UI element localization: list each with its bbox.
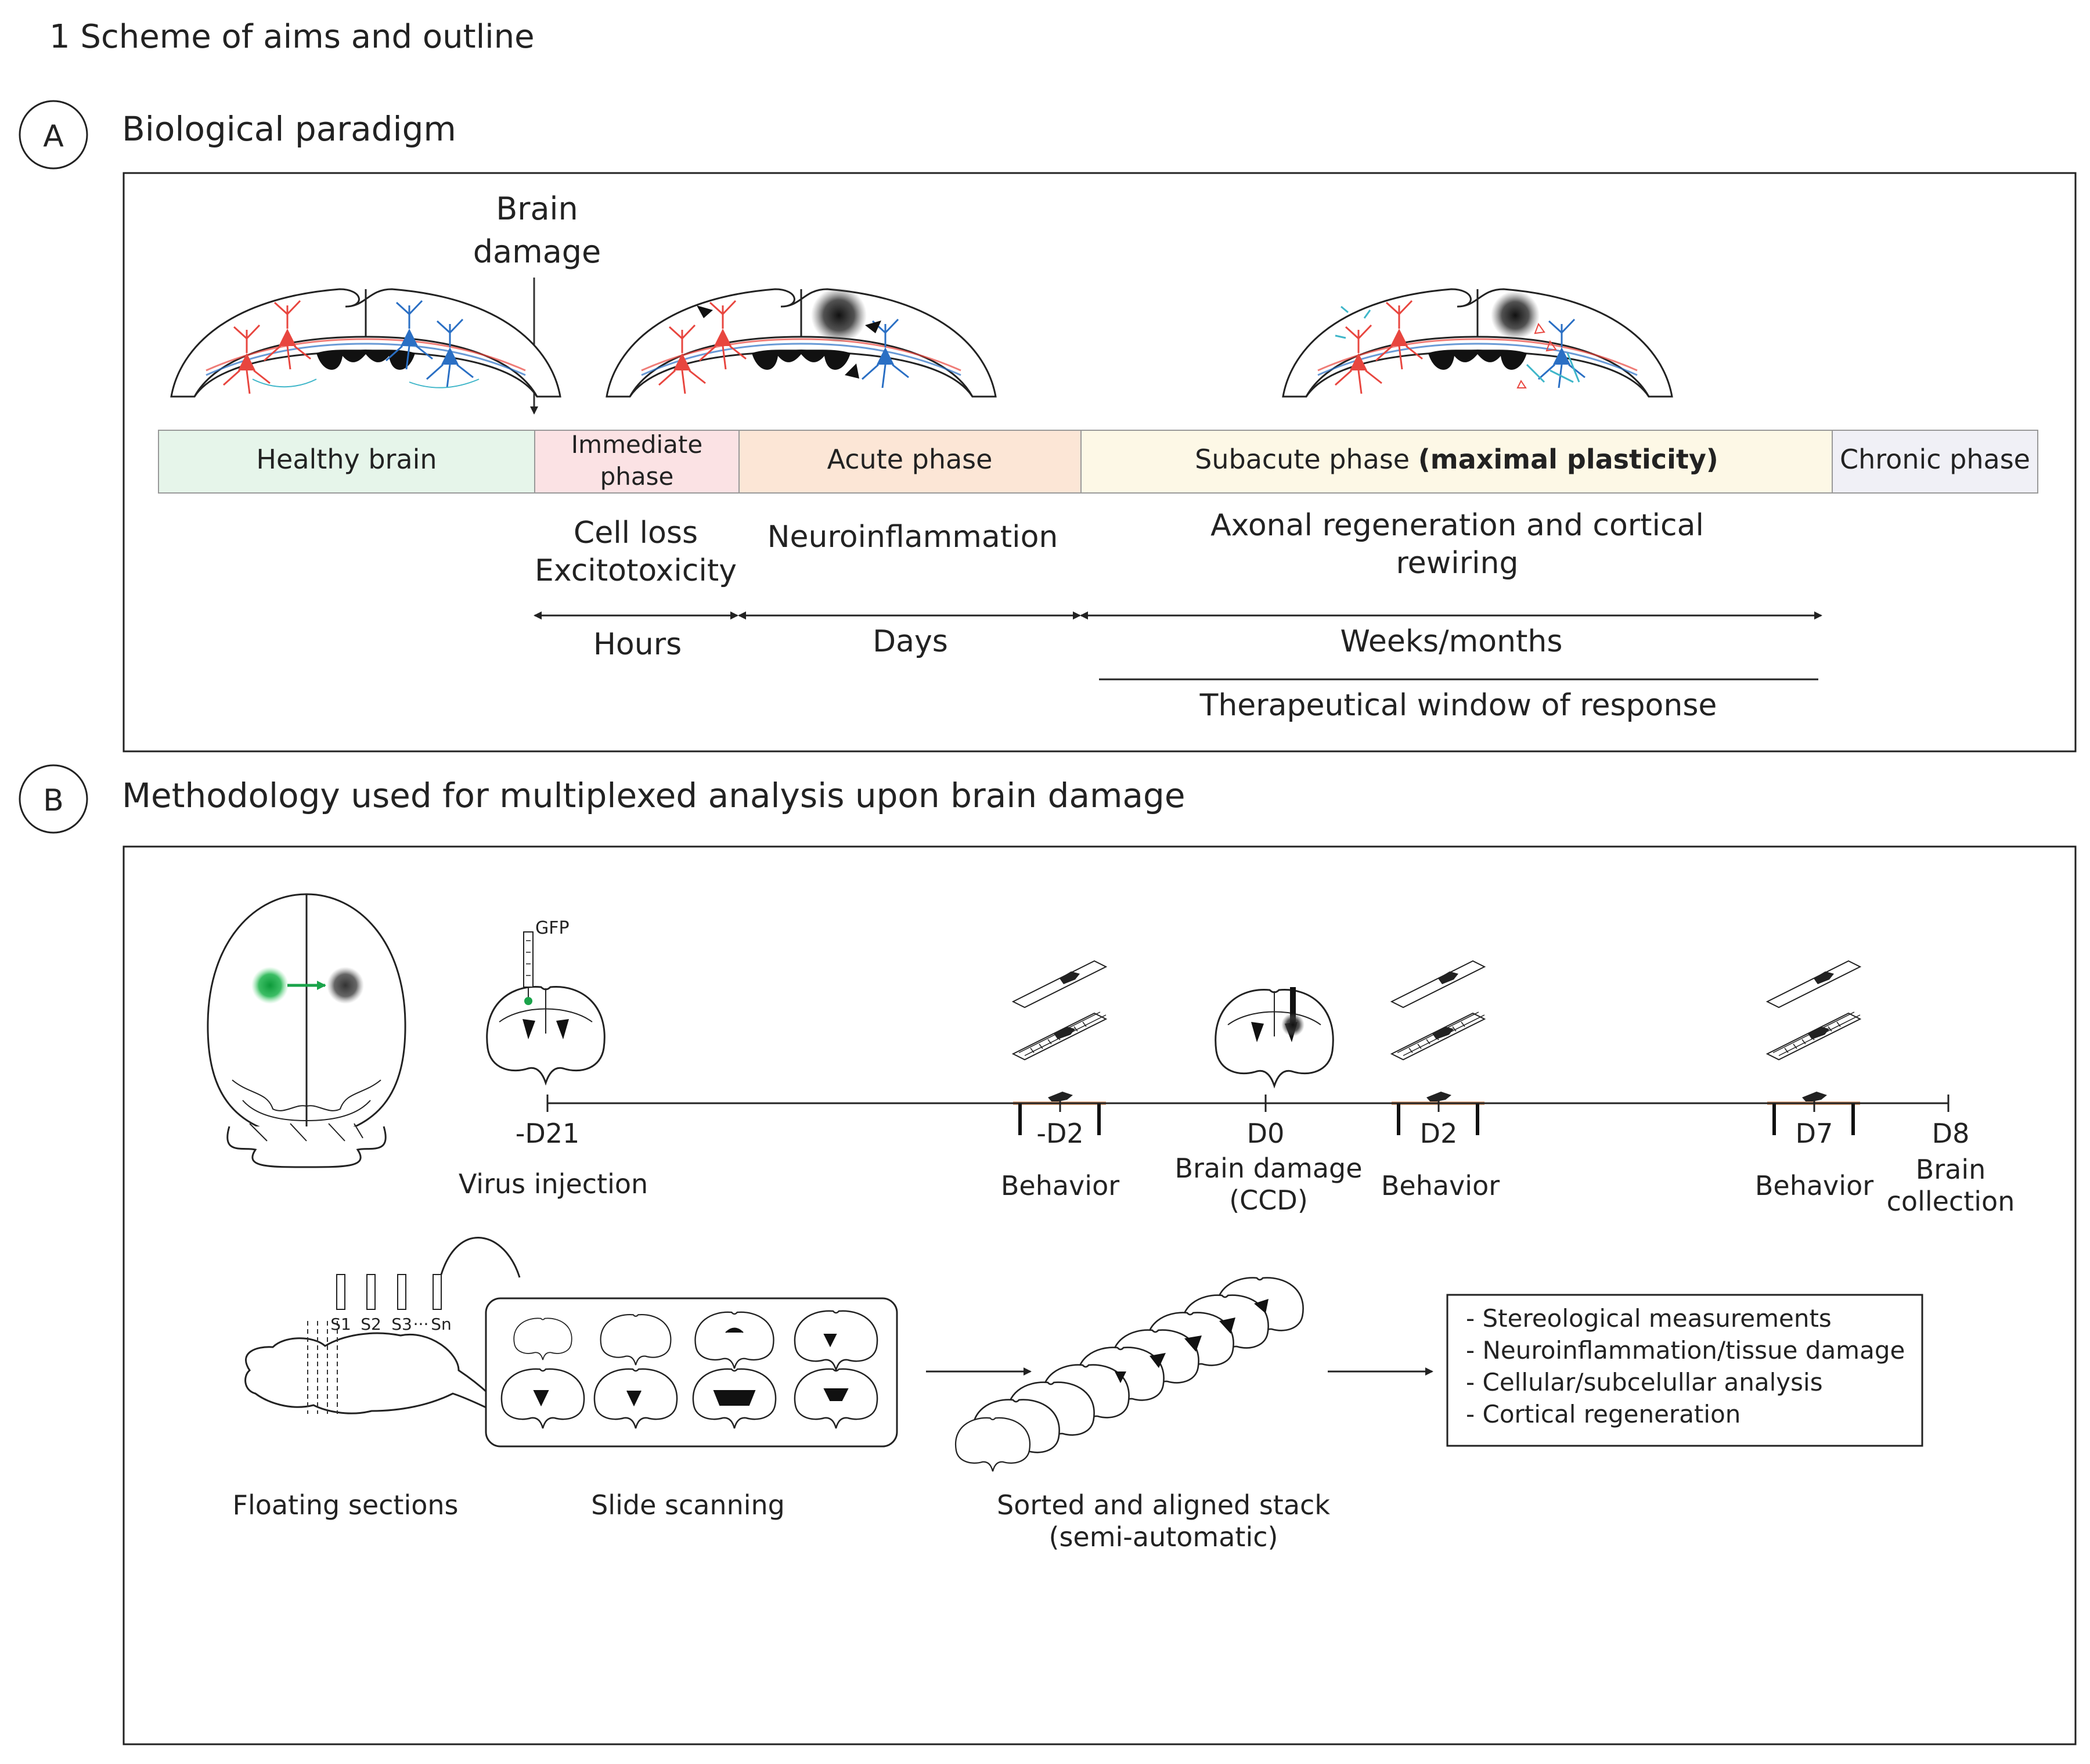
event-ccd: (CCD) xyxy=(1229,1185,1308,1216)
gfp-label: GFP xyxy=(535,918,570,938)
tube-icons xyxy=(336,1274,442,1310)
section-label-s2: S2 xyxy=(361,1315,381,1334)
duration-hours: Hours xyxy=(593,627,682,662)
dorsal-brain-illustration xyxy=(207,893,406,1168)
section-label-sn: Sn xyxy=(431,1315,452,1334)
phase-immediate-label-1: Immediate xyxy=(571,430,702,459)
analysis-cortical: - Cortical regeneration xyxy=(1466,1400,1741,1428)
phase-healthy-label: Healthy brain xyxy=(256,444,437,475)
panel-a-badge xyxy=(19,100,88,170)
figure-title: 1 Scheme of aims and outline xyxy=(49,18,535,56)
therapeutic-window-label: Therapeutical window of response xyxy=(1199,688,1717,723)
phase-chronic xyxy=(1832,430,2038,494)
panel-a-letter: A xyxy=(43,119,64,154)
event-virus-injection: Virus injection xyxy=(459,1168,648,1200)
brain-damage-label-line2: damage xyxy=(473,233,601,270)
virus-injection-illustration: GFP xyxy=(486,918,606,1084)
aligned-stack-illustration xyxy=(954,1277,1304,1473)
day-d-minus-2: -D2 xyxy=(1036,1118,1083,1149)
process-axonal-regeneration: Axonal regeneration and cortical xyxy=(1210,508,1704,543)
analysis-stereological: - Stereological measurements xyxy=(1466,1304,1832,1333)
process-neuroinflammation: Neuroinflammation xyxy=(767,520,1058,555)
day-d2: D2 xyxy=(1420,1118,1458,1149)
phase-acute xyxy=(738,430,1082,494)
phase-immediate xyxy=(534,430,740,494)
panel-b: B Methodology used for multiplexed analy… xyxy=(19,764,2077,1745)
ccd-lesion-spot xyxy=(1281,1013,1305,1036)
lesion-mark xyxy=(1491,291,1540,340)
section-label-s1: S1 xyxy=(330,1315,351,1334)
event-behavior-3: Behavior xyxy=(1755,1170,1873,1201)
panel-a: A Biological paradigm Brain damage xyxy=(19,100,2077,753)
phase-subacute-label: Subacute phase (maximal plasticity) xyxy=(1195,444,1718,475)
duration-days: Days xyxy=(873,624,948,659)
green-injection-spot xyxy=(251,967,289,1004)
label-semi-automatic: (semi-automatic) xyxy=(1049,1521,1278,1553)
duration-weeks-months: Weeks/months xyxy=(1341,624,1563,659)
panel-b-badge xyxy=(19,764,88,834)
event-collection: collection xyxy=(1887,1186,2015,1217)
event-brain: Brain xyxy=(1916,1154,1986,1185)
lesion-mark xyxy=(811,287,867,343)
slide-scanning-illustration xyxy=(485,1297,898,1448)
analysis-cellular: - Cellular/subcelullar analysis xyxy=(1466,1368,1823,1396)
event-brain-damage: Brain damage xyxy=(1174,1153,1362,1184)
phase-subacute xyxy=(1080,430,1833,494)
gray-lesion-spot xyxy=(327,967,364,1004)
analysis-neuroinflammation: - Neuroinflammation/tissue damage xyxy=(1466,1336,1905,1365)
day-d0: D0 xyxy=(1247,1118,1285,1149)
healthy-brain-illustration xyxy=(170,288,561,398)
section-label-s3: S3 xyxy=(391,1315,412,1334)
event-behavior-2: Behavior xyxy=(1381,1170,1500,1201)
label-slide-scanning: Slide scanning xyxy=(591,1489,785,1521)
panel-a-title: Biological paradigm xyxy=(122,109,456,149)
floating-sections-illustration: S1 S2 S3 ··· Sn xyxy=(244,1237,521,1419)
subacute-brain-illustration xyxy=(1282,288,1673,398)
process-cell-loss: Cell loss xyxy=(574,516,698,550)
label-floating-sections: Floating sections xyxy=(232,1489,458,1521)
timeline-ticks xyxy=(546,1095,1950,1112)
phase-bar: Healthy brain Immediate phase Acute phas… xyxy=(158,430,2038,494)
phase-chronic-label: Chronic phase xyxy=(1840,444,2030,475)
gfp-dot xyxy=(524,997,532,1005)
phase-healthy-brain xyxy=(158,430,535,494)
process-excitotoxicity: Excitotoxicity xyxy=(535,553,737,588)
day-d8: D8 xyxy=(1932,1118,1970,1149)
process-rewiring: rewiring xyxy=(1396,546,1519,581)
day-d7: D7 xyxy=(1796,1118,1833,1149)
event-behavior-1: Behavior xyxy=(1001,1170,1119,1201)
phase-immediate-label-2: phase xyxy=(600,462,674,491)
section-label-ellipsis: ··· xyxy=(413,1315,429,1334)
panel-b-letter: B xyxy=(43,783,64,818)
label-sorted-stack: Sorted and aligned stack xyxy=(997,1489,1330,1521)
brain-damage-illustration xyxy=(1215,987,1334,1087)
slide-outline xyxy=(485,1297,898,1448)
panel-b-title: Methodology used for multiplexed analysi… xyxy=(122,776,1185,815)
day-d-minus-21: -D21 xyxy=(516,1118,580,1149)
acute-brain-illustration xyxy=(606,287,997,398)
phase-acute-label: Acute phase xyxy=(827,444,993,475)
probe-icon xyxy=(1290,987,1296,1025)
analyses-box xyxy=(1446,1294,1923,1447)
brain-damage-label-line1: Brain xyxy=(496,190,578,227)
